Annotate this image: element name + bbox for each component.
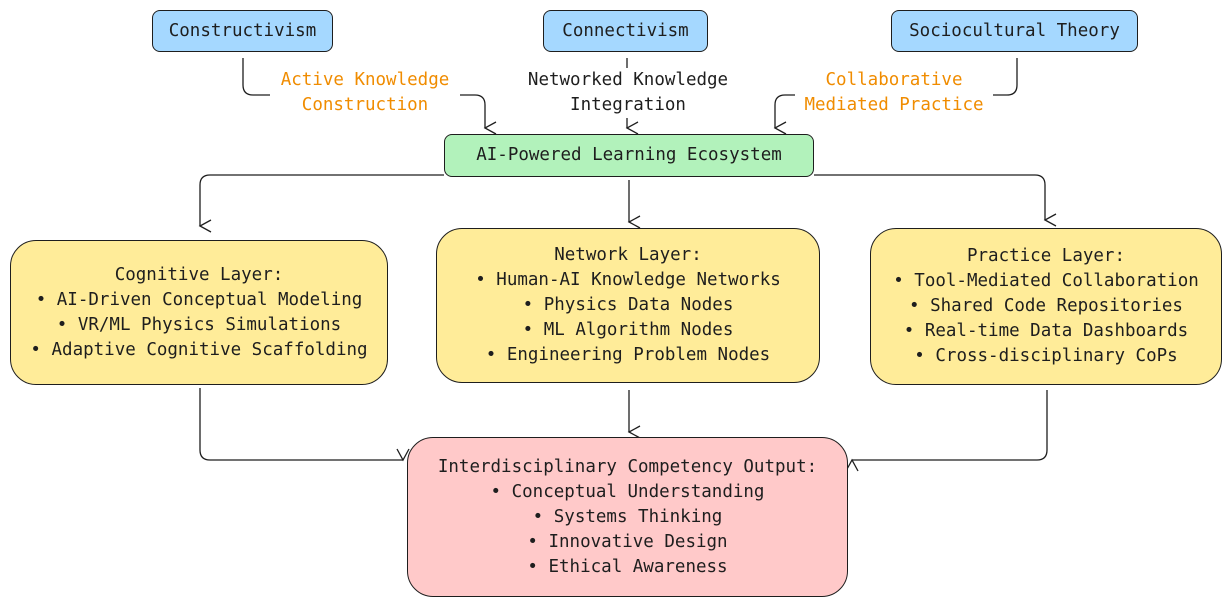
output-title: Interdisciplinary Competency Output: xyxy=(437,456,818,477)
layer-cognitive: Cognitive Layer: • AI-Driven Conceptual … xyxy=(10,240,388,385)
layer-item: • Shared Code Repositories xyxy=(909,296,1183,316)
edge-label-line: Active Knowledge xyxy=(280,70,450,90)
layer-item: • Real-time Data Dashboards xyxy=(903,321,1189,341)
theory-label: Sociocultural Theory xyxy=(909,20,1120,41)
layer-item: • Adaptive Cognitive Scaffolding xyxy=(30,339,368,360)
output-item: • Ethical Awareness xyxy=(527,556,728,577)
theory-label: Connectivism xyxy=(562,20,689,41)
edge-label-line: Mediated Practice xyxy=(804,95,984,115)
layer-practice: Practice Layer: • Tool-Mediated Collabor… xyxy=(870,228,1222,385)
layer-item: • VR/ML Physics Simulations xyxy=(56,314,342,335)
arrow-practice-output xyxy=(845,390,1048,472)
hub-label: AI-Powered Learning Ecosystem xyxy=(476,145,782,165)
competency-output: Interdisciplinary Competency Output: • C… xyxy=(407,437,848,597)
edge-label-line: Networked Knowledge xyxy=(527,70,729,90)
edge-label-line: Collaborative xyxy=(825,70,963,90)
layer-title: Cognitive Layer: xyxy=(114,264,284,285)
layer-item: • Tool-Mediated Collaboration xyxy=(893,271,1199,291)
theory-constructivism: Constructivism xyxy=(152,10,333,52)
layer-item: • Cross-disciplinary CoPs xyxy=(914,346,1178,366)
layer-item: • Physics Data Nodes xyxy=(522,295,734,315)
arrow-hub-practice xyxy=(814,174,1057,227)
layer-item: • AI-Driven Conceptual Modeling xyxy=(35,289,363,310)
theory-label: Constructivism xyxy=(168,20,317,41)
arrow-cognitive-output xyxy=(199,388,410,462)
theory-sociocultural: Sociocultural Theory xyxy=(891,10,1138,52)
theory-connectivism: Connectivism xyxy=(543,10,708,52)
layer-title: Network Layer: xyxy=(554,245,702,265)
layer-network: Network Layer: • Human-AI Knowledge Netw… xyxy=(436,228,820,383)
output-item: • Conceptual Understanding xyxy=(490,481,765,502)
layer-item: • Engineering Problem Nodes xyxy=(485,345,771,365)
edge-label-line: Integration xyxy=(570,95,686,115)
layer-title: Practice Layer: xyxy=(966,246,1126,266)
output-item: • Innovative Design xyxy=(527,531,728,552)
edge-label-line: Construction xyxy=(301,95,429,115)
layer-item: • ML Algorithm Nodes xyxy=(522,320,734,340)
output-item: • Systems Thinking xyxy=(532,506,723,527)
hub-ai-ecosystem: AI-Powered Learning Ecosystem xyxy=(444,134,814,177)
layer-item: • Human-AI Knowledge Networks xyxy=(475,270,781,290)
arrow-hub-cognitive xyxy=(198,174,444,233)
